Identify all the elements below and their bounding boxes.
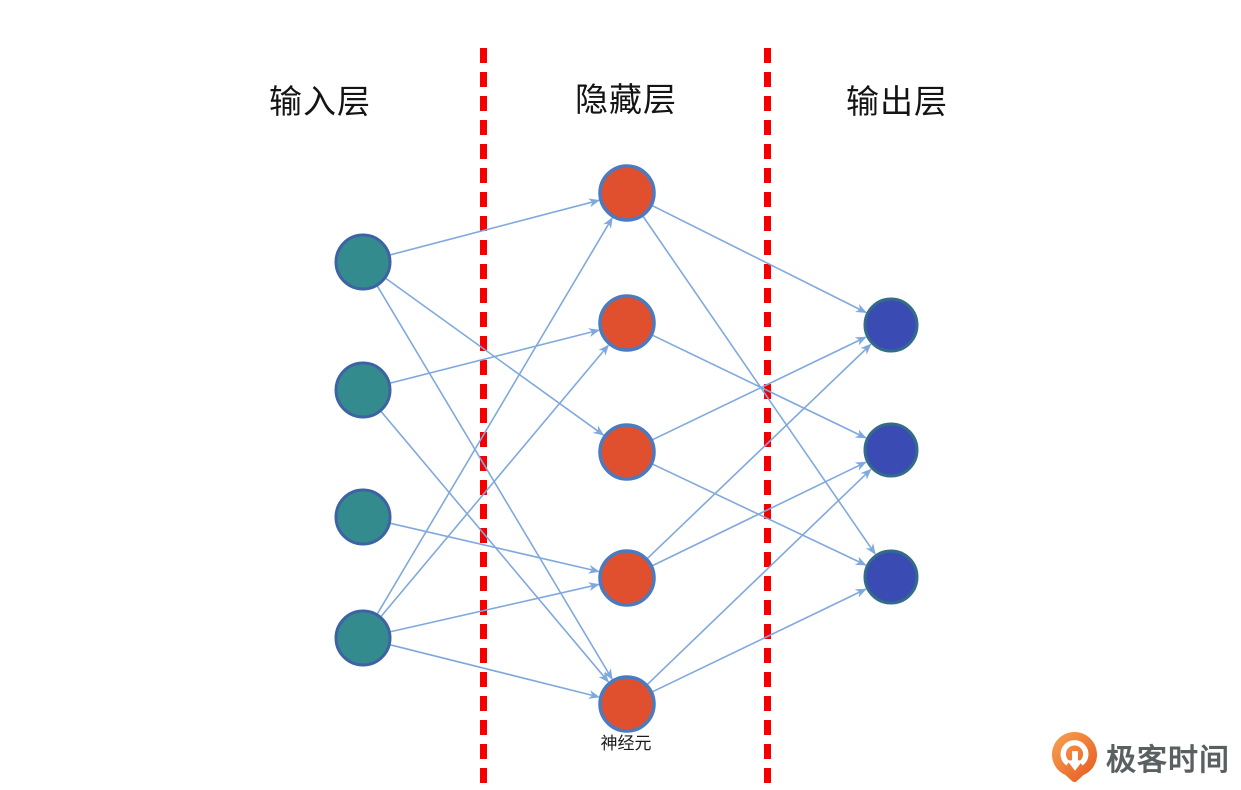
right-dashed-divider bbox=[764, 48, 771, 788]
input-neuron-node-i3 bbox=[334, 488, 392, 546]
edge-i4-h1 bbox=[376, 217, 613, 616]
edge-h5-o2 bbox=[645, 468, 872, 686]
input-neuron-node-i4 bbox=[334, 609, 392, 667]
edge-h1-o1 bbox=[650, 204, 867, 314]
hidden-layer-label: 隐藏层 bbox=[575, 83, 677, 119]
left-dashed-divider bbox=[480, 48, 487, 786]
input-neuron-node-i1 bbox=[334, 233, 392, 291]
hidden-neuron-node-h5 bbox=[598, 675, 656, 733]
output-neuron-node-o2 bbox=[863, 422, 919, 478]
edge-i4-h4 bbox=[389, 582, 600, 633]
output-neuron-node-o3 bbox=[863, 549, 919, 605]
geektime-logo-text: 极客时间 bbox=[1106, 744, 1230, 777]
edge-i4-h5 bbox=[388, 643, 600, 699]
hidden-neuron-node-h2 bbox=[598, 294, 656, 352]
edge-h2-o2 bbox=[650, 333, 867, 439]
edge-h1-o3 bbox=[641, 214, 876, 555]
input-layer-label: 输入层 bbox=[269, 85, 371, 121]
edge-i1-h1 bbox=[388, 198, 600, 256]
output-neuron-node-o1 bbox=[863, 297, 919, 353]
hidden-neuron-node-h4 bbox=[598, 549, 656, 607]
input-neuron-node-i2 bbox=[334, 361, 392, 419]
geektime-logo-icon bbox=[1051, 732, 1098, 783]
hidden-neuron-node-h3 bbox=[598, 423, 656, 481]
edge-i4-h2 bbox=[379, 344, 610, 618]
edge-i3-h4 bbox=[389, 522, 600, 574]
edge-h5-o3 bbox=[650, 588, 867, 694]
edge-h3-o1 bbox=[650, 336, 867, 442]
edge-i2-h2 bbox=[388, 328, 600, 385]
edge-h4-o2 bbox=[650, 461, 867, 567]
geektime-logo: 极客时间 bbox=[1051, 731, 1230, 783]
edge-h4-o1 bbox=[645, 343, 872, 560]
neuron-annotation: 神经元 bbox=[600, 734, 652, 753]
output-layer-label: 输出层 bbox=[846, 85, 948, 121]
edge-i2-h5 bbox=[379, 410, 609, 683]
hidden-neuron-node-h1 bbox=[598, 164, 656, 222]
